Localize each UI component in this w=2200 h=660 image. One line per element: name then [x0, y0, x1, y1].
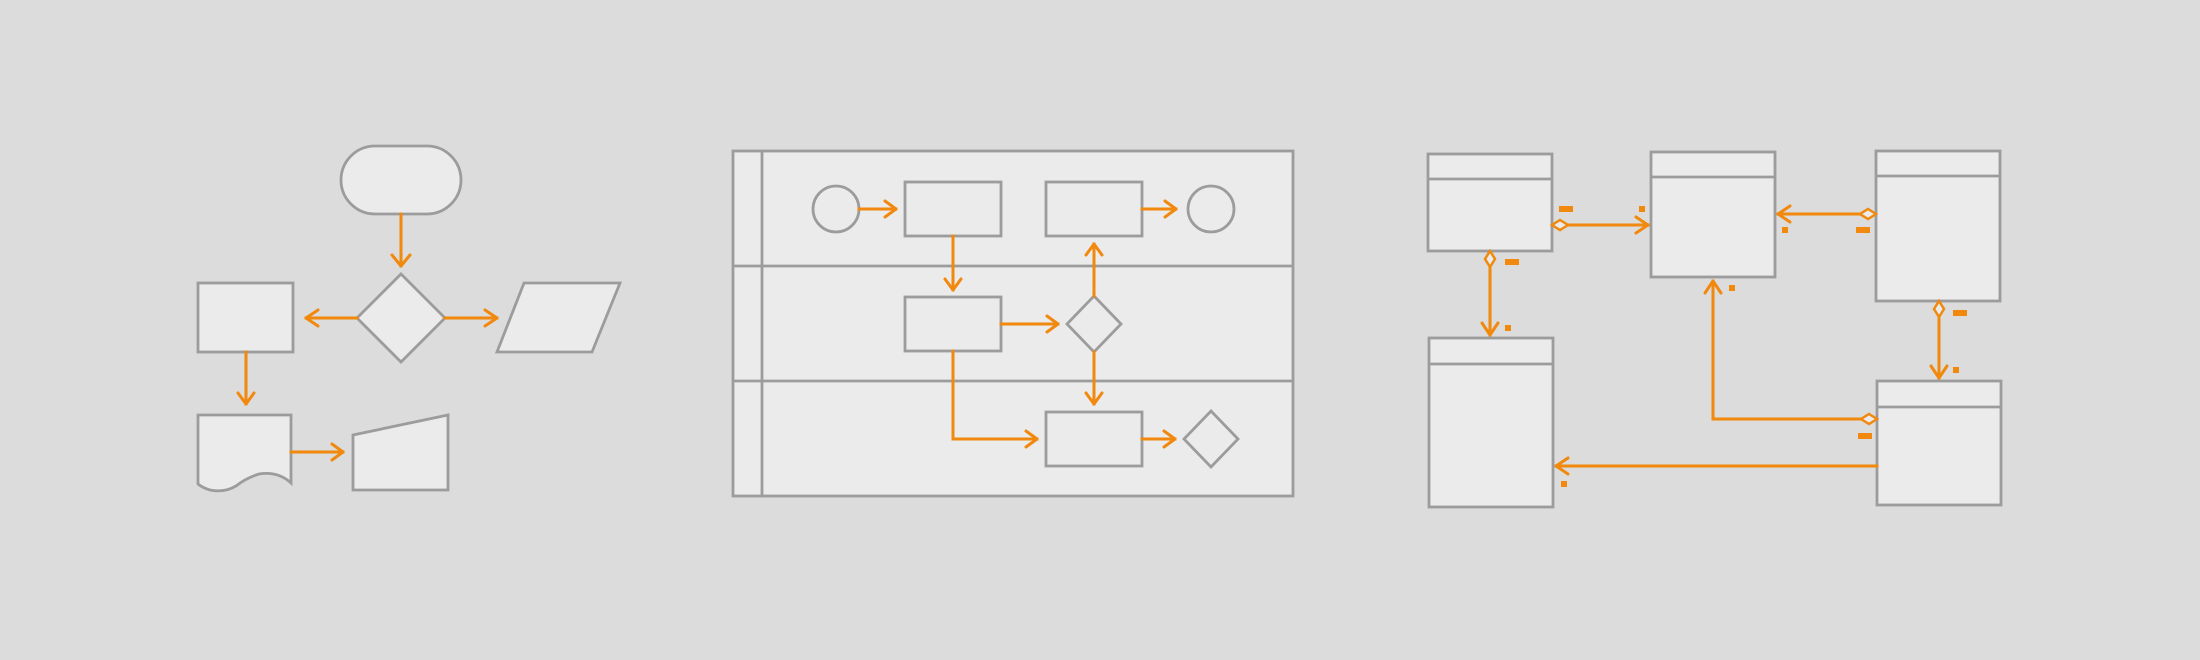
process-shape[interactable]: [903, 180, 1003, 238]
multiplicity-marker: [1858, 433, 1872, 439]
decision-shape[interactable]: [1182, 408, 1240, 470]
arrowhead: [390, 253, 412, 268]
end-node[interactable]: [1186, 184, 1236, 234]
connector: [1711, 279, 1863, 421]
arrowhead: [304, 308, 320, 328]
arrowhead: [1929, 364, 1949, 380]
arrowhead: [1776, 204, 1792, 224]
aggregation-diamond: [1858, 412, 1880, 426]
uml-class-box[interactable]: [1426, 152, 1554, 253]
arrowhead: [236, 391, 256, 406]
swimlane-diagram: [731, 149, 1295, 498]
start-node[interactable]: [811, 184, 861, 234]
process-shape[interactable]: [196, 281, 295, 354]
terminator-shape[interactable]: [339, 144, 463, 216]
multiplicity-marker: [1729, 285, 1735, 291]
decision-shape[interactable]: [355, 272, 447, 364]
arrowhead: [883, 199, 898, 219]
multiplicity-marker: [1505, 325, 1511, 331]
arrowhead: [483, 308, 499, 328]
arrowhead: [1480, 321, 1500, 337]
arrowhead: [1045, 314, 1060, 334]
multiplicity-marker: [1559, 206, 1573, 212]
flowchart-diagram: [196, 144, 623, 493]
process-shape[interactable]: [1044, 410, 1144, 468]
aggregation-diamond: [1932, 298, 1946, 320]
multiplicity-marker: [1561, 481, 1567, 487]
uml-class-diagram: [1426, 149, 2003, 509]
uml-class-box[interactable]: [1874, 149, 2002, 303]
multiplicity-marker: [1782, 227, 1788, 233]
manual-input-shape[interactable]: [351, 413, 450, 492]
arrowhead: [943, 277, 963, 292]
arrowhead: [1084, 242, 1104, 257]
aggregation-diamond: [1483, 248, 1497, 270]
connector: [951, 349, 1039, 441]
multiplicity-marker: [1856, 227, 1870, 233]
multiplicity-marker: [1505, 259, 1519, 265]
arrowhead: [1554, 456, 1570, 476]
arrowhead: [1084, 391, 1104, 406]
uml-class-box[interactable]: [1427, 336, 1555, 509]
document-shape[interactable]: [196, 413, 293, 493]
multiplicity-marker: [1639, 206, 1645, 212]
aggregation-diamond: [1857, 207, 1879, 221]
multiplicity-marker: [1953, 310, 1967, 316]
uml-class-box[interactable]: [1649, 150, 1777, 279]
arrowhead: [330, 442, 345, 462]
uml-class-box[interactable]: [1875, 379, 2003, 507]
arrowhead: [1162, 429, 1177, 449]
arrowhead: [1703, 279, 1723, 295]
process-shape[interactable]: [1044, 180, 1144, 238]
aggregation-diamond: [1549, 218, 1571, 232]
arrowhead: [1163, 199, 1178, 219]
arrowhead: [1634, 215, 1650, 235]
arrowhead: [1024, 429, 1039, 449]
data-io-shape[interactable]: [494, 281, 623, 354]
process-shape[interactable]: [903, 295, 1003, 353]
multiplicity-marker: [1953, 367, 1959, 373]
